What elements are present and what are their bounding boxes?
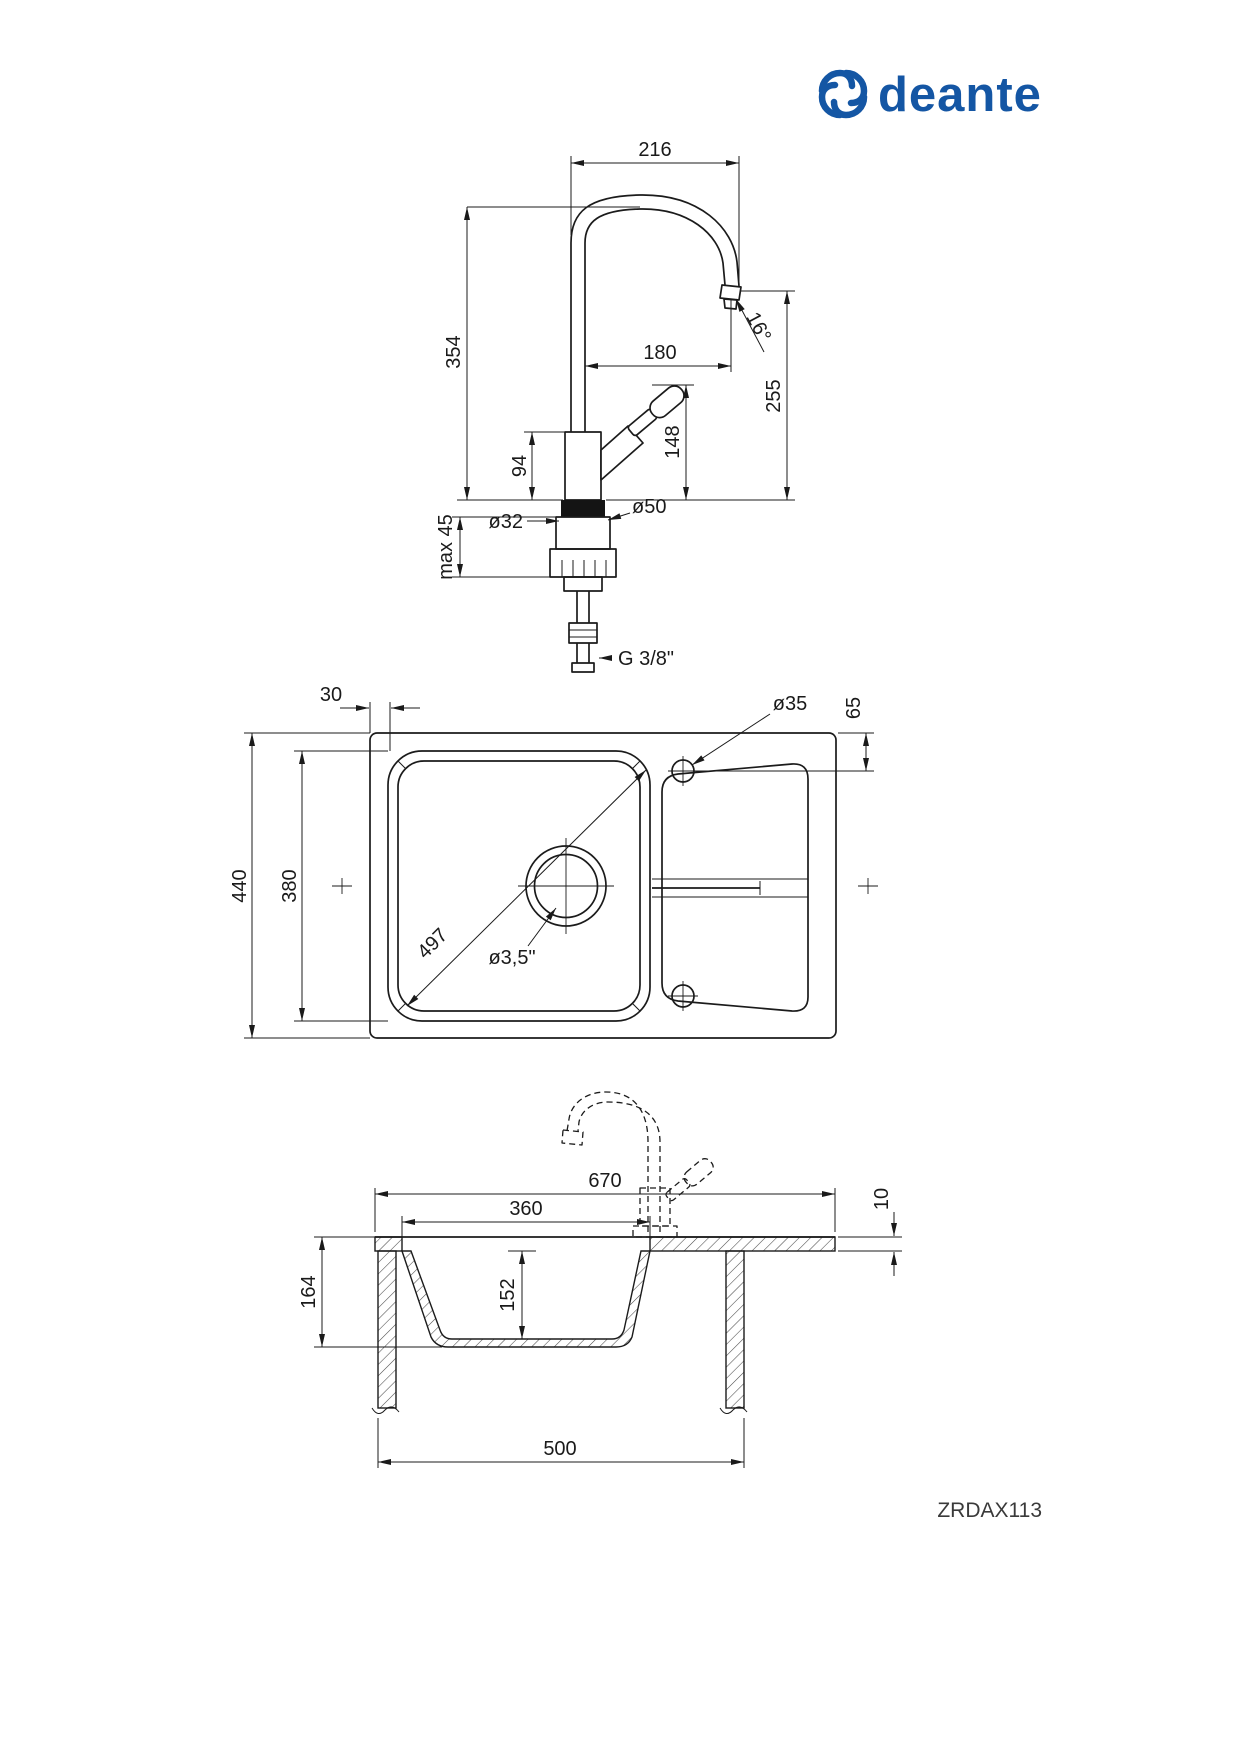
faucet-side-view: 216 354 180 16° 255 xyxy=(435,139,795,673)
dim-diagonal: 497 xyxy=(406,769,647,1007)
sink-outline xyxy=(369,732,837,1039)
drain-outlet xyxy=(518,838,614,934)
centerline-marks xyxy=(332,878,878,894)
dim-bowl-opening-label: 360 xyxy=(509,1198,542,1220)
dim-spout-width-label: 216 xyxy=(638,139,671,161)
dim-max-counter-label: max 45 xyxy=(435,514,457,580)
dim-spout-angle-label: 16° xyxy=(741,309,775,346)
dim-body-height-label: 94 xyxy=(509,455,531,477)
dim-cabinet-width-label: 500 xyxy=(543,1438,576,1460)
dim-total-height-label: 354 xyxy=(443,335,465,368)
dim-spout-width: 216 xyxy=(570,139,740,283)
bowl-wall-section xyxy=(401,1250,651,1348)
faucet-riser xyxy=(570,243,586,432)
dim-overall-depth-label: 440 xyxy=(229,869,251,902)
dim-overall-depth: 440 xyxy=(229,732,370,1039)
dim-overall-width: 670 xyxy=(374,1170,836,1232)
dim-rim-offset-label: 30 xyxy=(320,684,342,706)
faucet-mounting-hardware xyxy=(549,516,617,592)
dim-bowl-depth-label: 152 xyxy=(497,1278,519,1311)
dim-connection-label: G 3/8" xyxy=(618,648,674,670)
dim-cabinet-width: 500 xyxy=(377,1418,745,1468)
faucet-silhouette-dashed xyxy=(561,1091,714,1238)
dim-hole-offset-label: 65 xyxy=(843,697,865,719)
dim-base-dia-label: ø50 xyxy=(632,496,666,518)
sink-top-view: 30 440 380 497 ø3,5" ø35 xyxy=(229,684,878,1039)
dim-drain-size-label: ø3,5" xyxy=(488,947,535,969)
dim-outlet-height: 255 xyxy=(606,290,795,501)
deante-logo: deante xyxy=(818,68,1042,122)
faucet-spout xyxy=(570,194,742,310)
dim-rim-thickness: 10 xyxy=(838,1188,902,1276)
dim-bowl-opening: 360 xyxy=(401,1198,651,1248)
dim-diagonal-label: 497 xyxy=(413,924,452,963)
dim-rim-offset: 30 xyxy=(320,684,420,751)
dim-total-depth: 164 xyxy=(298,1236,442,1348)
dim-tap-hole: ø35 xyxy=(691,693,807,766)
dim-connection: G 3/8" xyxy=(599,648,674,670)
faucet-supply-hose xyxy=(568,591,598,673)
dim-tap-hole-label: ø35 xyxy=(773,693,807,715)
dim-handle-height: 148 xyxy=(652,384,694,500)
sink-rim-section xyxy=(374,1236,836,1252)
dim-drain-size: ø3,5" xyxy=(488,907,557,969)
cabinet-wall-left xyxy=(371,1250,400,1414)
faucet-handle xyxy=(600,385,685,481)
dim-bowl-depth: 152 xyxy=(497,1250,536,1339)
dim-total-height: 354 xyxy=(443,206,640,501)
dim-base-dia: ø50 xyxy=(607,496,666,521)
sink-section-view: 670 360 10 164 152 xyxy=(298,1091,902,1468)
faucet-base-seal xyxy=(561,500,605,517)
dim-total-depth-label: 164 xyxy=(298,1275,320,1308)
dim-outlet-height-label: 255 xyxy=(763,379,785,412)
dim-spout-angle: 16° xyxy=(735,298,775,353)
dim-spout-reach: 180 xyxy=(585,300,732,372)
dim-max-counter: max 45 xyxy=(435,514,556,580)
dim-bowl-width: 380 xyxy=(279,750,388,1022)
dim-bowl-width-label: 380 xyxy=(279,869,301,902)
dim-hole-dia: ø32 xyxy=(489,511,559,533)
brand-name: deante xyxy=(878,68,1042,122)
drainboard xyxy=(652,763,809,1012)
dim-overall-width-label: 670 xyxy=(588,1170,621,1192)
tap-hole-top xyxy=(668,756,698,786)
cabinet-wall-right xyxy=(719,1250,748,1414)
deante-logo-icon xyxy=(818,69,868,119)
dim-rim-thickness-label: 10 xyxy=(871,1188,893,1210)
dim-spout-reach-label: 180 xyxy=(643,342,676,364)
faucet-body xyxy=(564,431,602,501)
tap-hole-bottom xyxy=(668,981,698,1011)
dim-hole-dia-label: ø32 xyxy=(489,511,523,533)
dim-hole-offset: 65 xyxy=(696,697,874,772)
dim-body-height: 94 xyxy=(509,431,565,500)
dim-handle-height-label: 148 xyxy=(662,425,684,458)
part-number: ZRDAX113 xyxy=(937,1499,1042,1522)
